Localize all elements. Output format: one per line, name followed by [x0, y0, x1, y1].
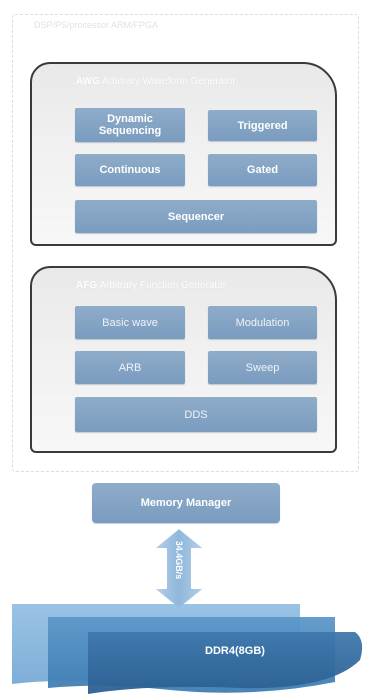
triggered-block: Triggered: [208, 110, 317, 141]
modulation-block: Modulation: [208, 306, 317, 339]
afg-title-rest: Arbitrary Function Generator: [97, 280, 227, 291]
awg-title-prefix: AWG: [76, 76, 100, 87]
awg-title-rest: Arbitrary Waveform Generator: [99, 76, 236, 87]
bus-bandwidth-label: 34.4GB/s: [174, 540, 184, 580]
afg-panel-title: AFG Arbitrary Function Generator: [76, 280, 321, 291]
gated-block: Gated: [208, 154, 317, 186]
awg-panel-title: AWG Arbitrary Waveform Generator: [76, 76, 321, 87]
ddr-memory-layers: [12, 604, 363, 694]
afg-title-prefix: AFG: [76, 280, 98, 291]
basic-wave-block: Basic wave: [75, 306, 185, 339]
dds-block: DDS: [75, 397, 317, 432]
outer-frame: [12, 14, 359, 472]
memory-manager-block: Memory Manager: [92, 483, 280, 523]
sweep-block: Sweep: [208, 351, 317, 384]
arb-block: ARB: [75, 351, 185, 384]
dynamic-sequencing-block: Dynamic Sequencing: [75, 108, 185, 142]
outer-frame-title: DSP/PS/processor ARM/FPGA: [34, 20, 159, 30]
sequencer-block: Sequencer: [75, 200, 317, 233]
continuous-block: Continuous: [75, 154, 185, 186]
ddr4-label: DDR4(8GB): [205, 645, 265, 657]
